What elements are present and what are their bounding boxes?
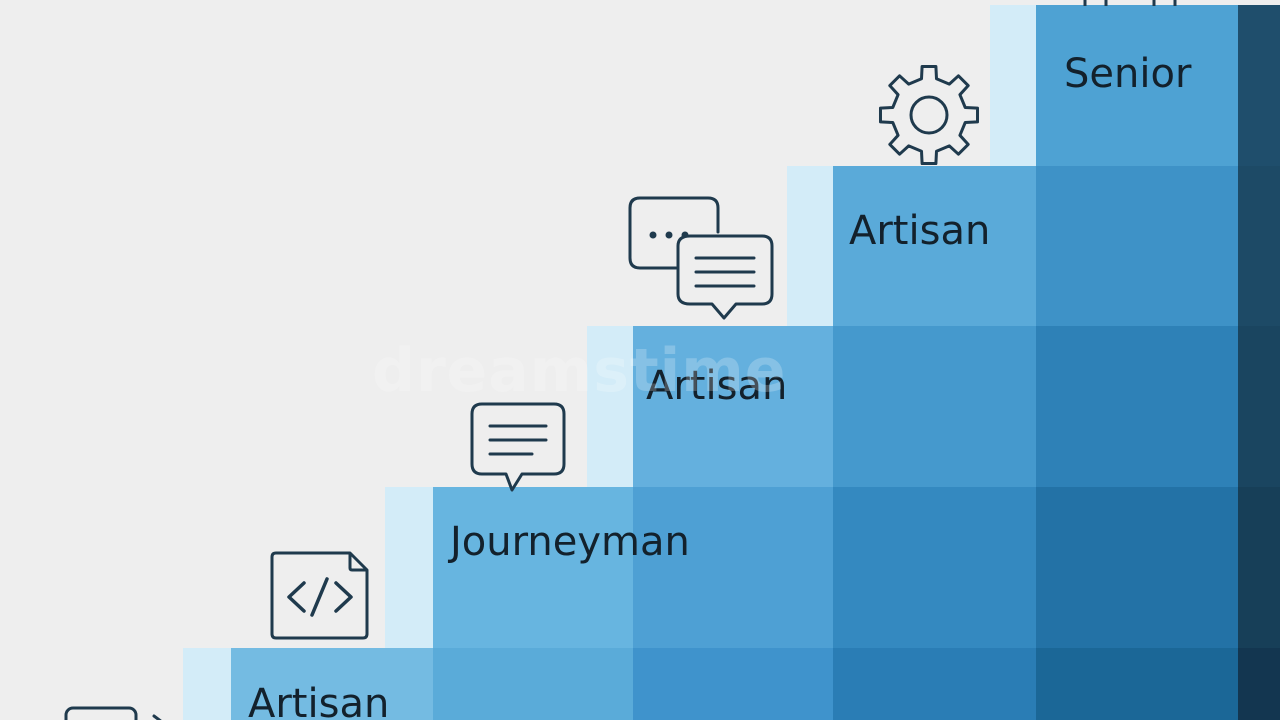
step-5-riser	[990, 5, 1036, 166]
staircase-block	[1238, 326, 1280, 487]
code-file-icon	[270, 550, 370, 640]
staircase-block	[833, 487, 1036, 648]
step-1-label: Artisan	[248, 681, 390, 720]
staircase-block	[1036, 166, 1238, 326]
staircase-block	[1238, 487, 1280, 648]
staircase-block	[1036, 648, 1238, 720]
step-4-riser	[787, 166, 833, 326]
step-4-label: Artisan	[849, 208, 991, 254]
step-3-label: Artisan	[646, 363, 788, 409]
staircase-block	[1238, 648, 1280, 720]
staircase-block	[1036, 5, 1238, 166]
gear-icon	[878, 64, 980, 166]
staircase-block	[633, 487, 833, 648]
watermark: dreamstime	[372, 336, 787, 406]
staircase-block	[833, 326, 1036, 487]
staircase-block	[433, 648, 633, 720]
staircase-block	[633, 648, 833, 720]
staircase-block	[231, 648, 433, 720]
staircase-block	[1238, 166, 1280, 326]
staircase-block	[633, 326, 833, 487]
chat-bubble-icon	[470, 400, 570, 496]
staircase-block	[833, 648, 1036, 720]
step-2-riser	[385, 487, 433, 648]
step-3-riser	[587, 326, 633, 487]
staircase-block	[1036, 487, 1238, 648]
step-1-riser	[183, 648, 231, 720]
two-chat-bubbles-icon	[628, 194, 778, 324]
staircase-block	[833, 166, 1036, 326]
staircase-block	[1036, 326, 1238, 487]
document-icon	[62, 700, 182, 720]
step-5-label: Senior	[1064, 51, 1192, 97]
step-2-label: Journeyman	[450, 519, 690, 565]
clipboard-icon	[1082, 0, 1182, 8]
staircase-block	[1238, 5, 1280, 166]
staircase-block	[433, 487, 633, 648]
